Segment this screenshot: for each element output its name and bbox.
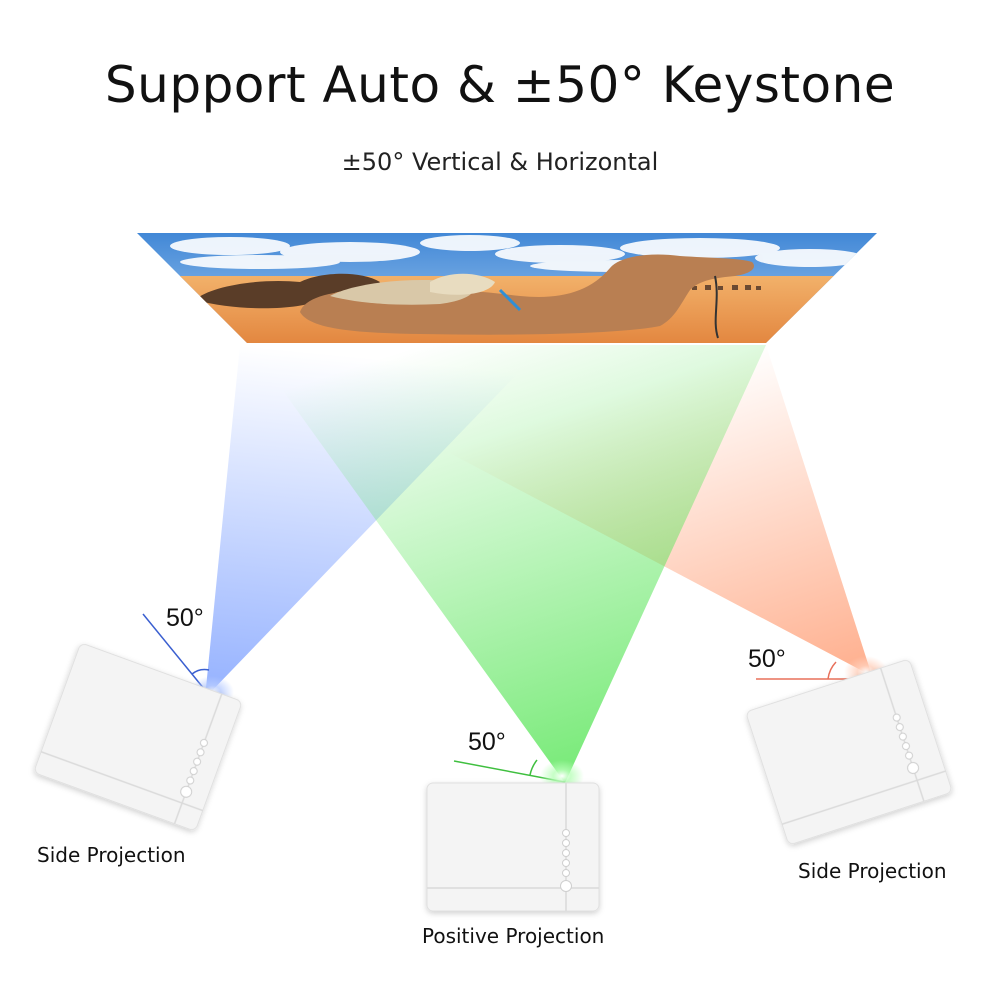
center-angle-label: 50° [468,728,506,756]
right-angle-marker [756,661,858,680]
projected-screen [137,233,877,343]
center-beam [250,345,766,783]
center-projector [426,782,600,912]
right-projector-caption: Side Projection [798,859,947,883]
page-subtitle: ±50° Vertical & Horizontal [341,148,659,176]
right-projector [746,659,952,845]
center-projector-caption: Positive Projection [422,924,605,948]
left-projector-caption: Side Projection [37,843,186,867]
right-angle-label: 50° [748,645,786,673]
left-projector [34,643,242,831]
left-angle-label: 50° [166,604,204,632]
left-angle-marker [142,613,210,691]
page-title: Support Auto & ±50° Keystone [104,56,896,114]
